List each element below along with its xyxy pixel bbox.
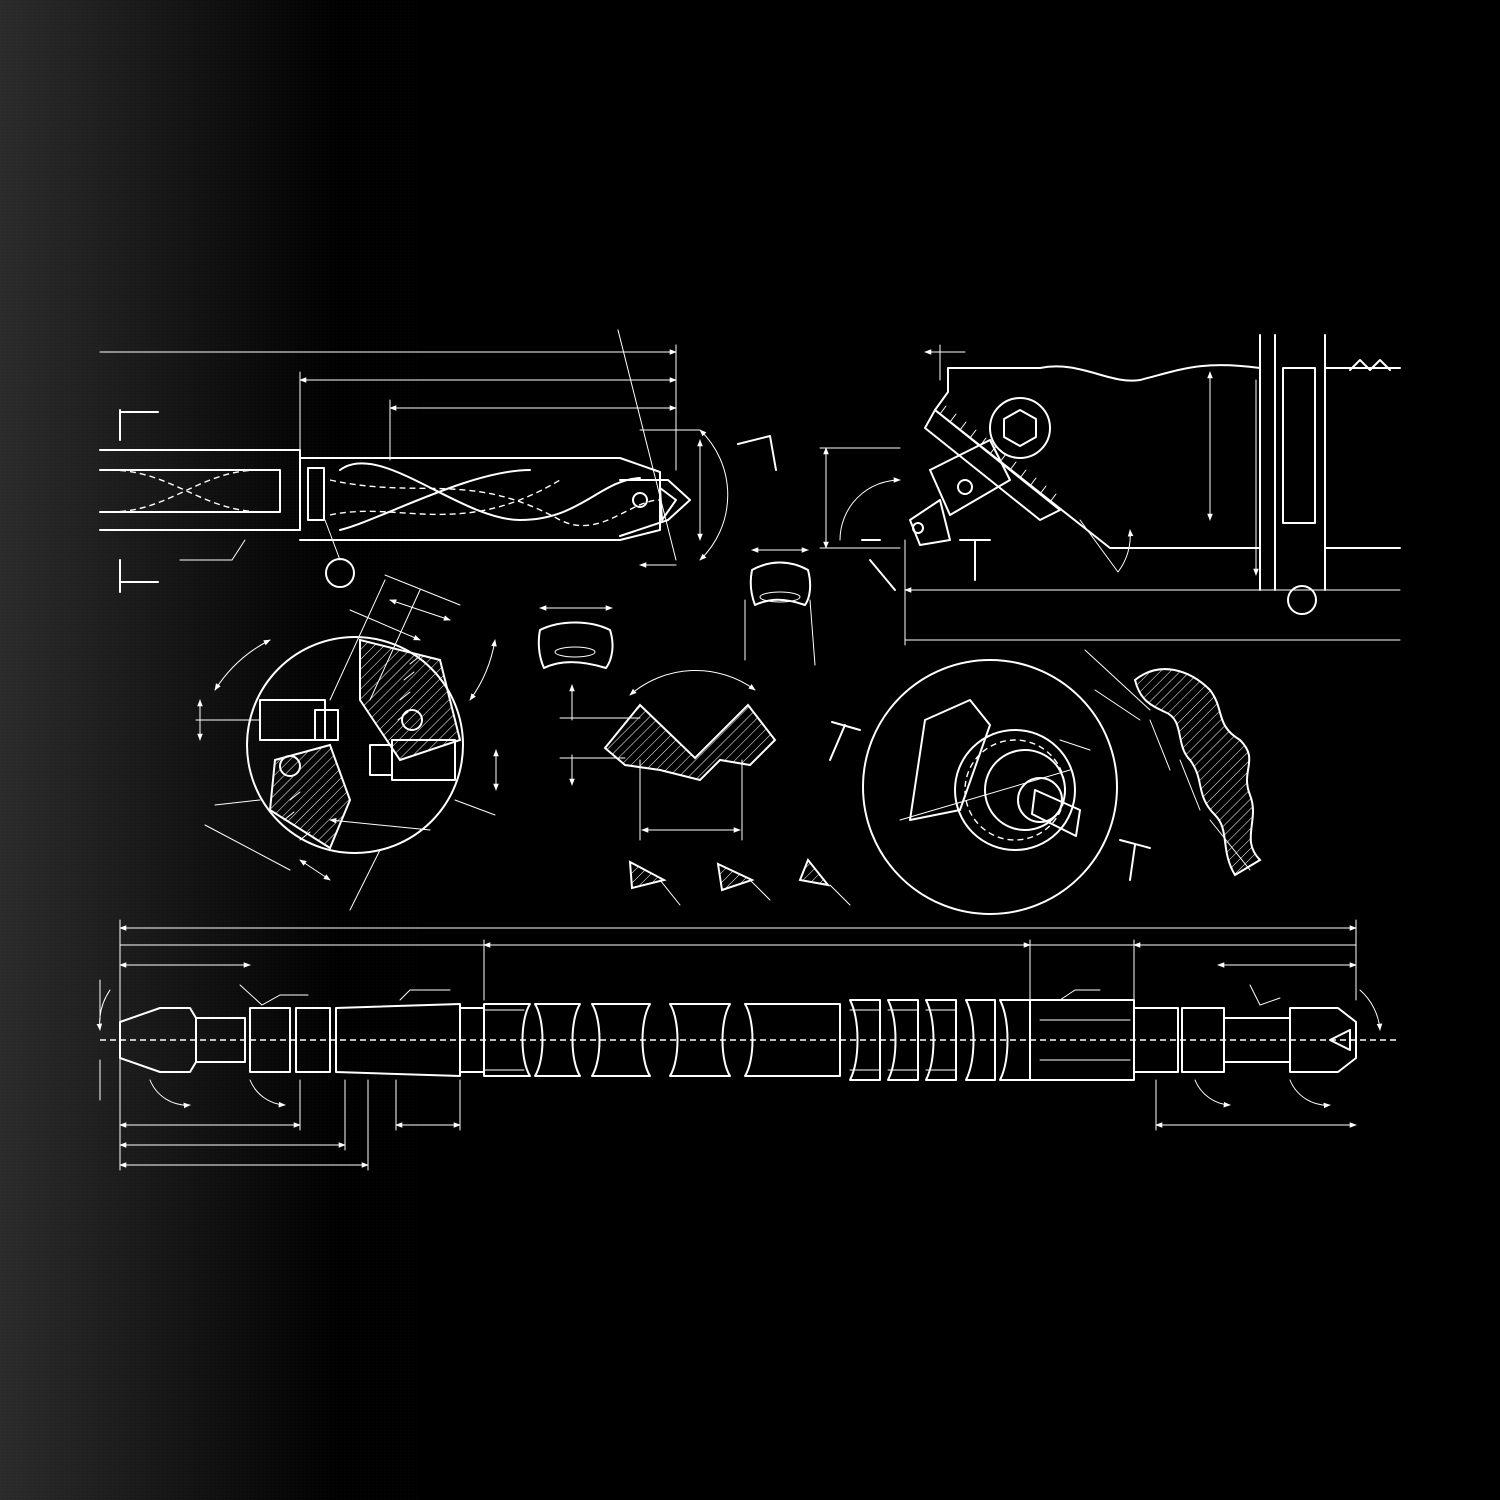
cutter-profile-view xyxy=(1084,649,1262,877)
small-detail-sections xyxy=(537,547,816,669)
insert-triangle-markers xyxy=(628,858,851,906)
v-insert-section-view xyxy=(559,669,777,841)
lathe-tool-holder-view xyxy=(819,334,1401,646)
paper-grain xyxy=(0,0,420,1500)
drill-end-section-view xyxy=(195,574,499,911)
long-shaft-view xyxy=(96,919,1400,1171)
insert-detail-circle-view xyxy=(829,659,1151,915)
drill-bit-side-view xyxy=(99,329,777,593)
shaft-grooves xyxy=(483,999,1031,1081)
